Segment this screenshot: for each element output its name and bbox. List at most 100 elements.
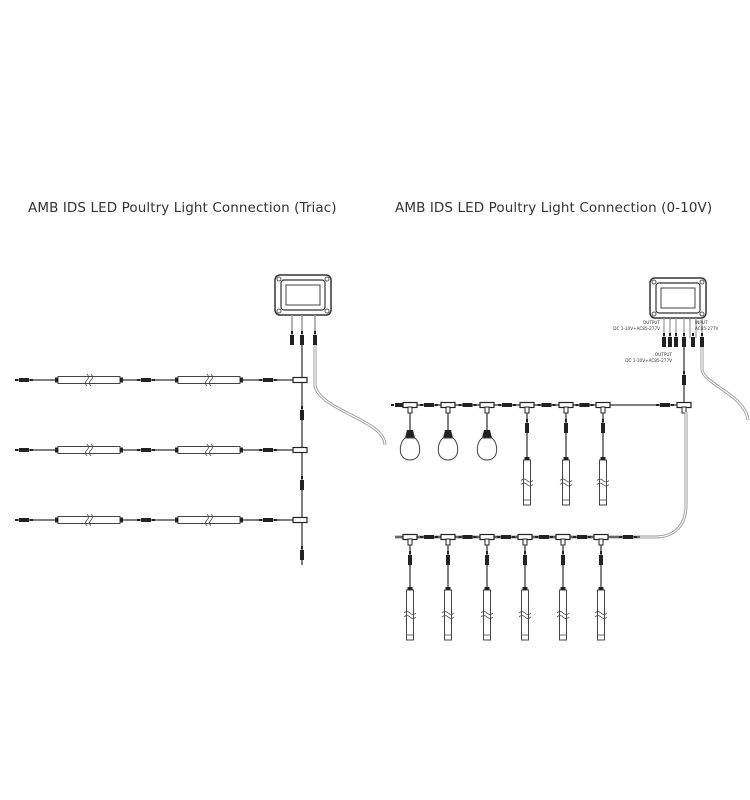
- tube-body: [57, 376, 121, 384]
- tube-body: [57, 446, 121, 454]
- tube-row: [15, 513, 308, 527]
- led-tube-light: [175, 373, 243, 387]
- t-connector: [517, 533, 533, 546]
- connector-tip: [634, 536, 637, 538]
- led-tube-light: [55, 443, 123, 457]
- connector-body: [141, 378, 151, 382]
- connector-body: [313, 335, 317, 345]
- connector-body: [300, 550, 304, 560]
- connector: [497, 535, 515, 539]
- led-bulb: [476, 430, 498, 461]
- connector-tip: [683, 333, 685, 336]
- tube-endcap: [524, 457, 530, 460]
- connector-body: [263, 518, 273, 522]
- connector-tip: [314, 331, 316, 334]
- second-run-cable: [395, 412, 688, 539]
- connector-tip: [409, 551, 411, 554]
- tube-body: [406, 589, 414, 641]
- t-connector: [440, 533, 456, 546]
- connector-body: [623, 535, 633, 539]
- t-stem: [484, 406, 490, 414]
- t-connector: [440, 401, 456, 414]
- connector: [408, 551, 412, 565]
- bulb-socket: [482, 430, 492, 438]
- connector-tip: [590, 404, 594, 406]
- driver-window: [285, 284, 321, 306]
- triac-diagram: [15, 274, 387, 565]
- connector: [313, 331, 317, 345]
- output-top-spec: DC 1-10V+AC85-277V: [613, 326, 660, 331]
- connector: [656, 403, 674, 407]
- bulb-socket: [443, 430, 453, 438]
- connector: [682, 371, 686, 385]
- connector-tip: [663, 333, 665, 336]
- connector: [137, 518, 155, 522]
- connector-tip: [692, 333, 694, 336]
- connector: [290, 331, 294, 345]
- connector-tip: [537, 404, 541, 406]
- break-mark: [85, 513, 93, 527]
- t-connector: [558, 401, 574, 414]
- connector-tip: [552, 404, 556, 406]
- second-run-inner: [395, 412, 687, 538]
- t-connector: [595, 401, 611, 414]
- tube-body: [523, 459, 531, 506]
- connector-body: [660, 403, 670, 407]
- connector: [601, 419, 605, 433]
- t-body: [292, 446, 308, 454]
- break-mark: [556, 611, 570, 619]
- tube-endcap: [175, 377, 178, 383]
- connector-body: [424, 535, 434, 539]
- power-cord: [313, 345, 387, 446]
- connector: [300, 546, 304, 560]
- led-bulb: [399, 430, 421, 461]
- connector-tip: [274, 519, 277, 521]
- connector-tip: [458, 536, 462, 538]
- led-tube-light: [55, 373, 123, 387]
- mounting-hole: [699, 279, 705, 285]
- connector-body: [577, 535, 587, 539]
- connector-body: [601, 423, 605, 433]
- connector: [300, 406, 304, 420]
- connector-tip: [602, 419, 604, 422]
- break-mark: [205, 443, 213, 457]
- connector-tip: [619, 536, 622, 538]
- connector: [137, 448, 155, 452]
- connector-body: [424, 403, 434, 407]
- led-tube-pendant: [594, 587, 608, 641]
- t-connector: [555, 533, 571, 546]
- tube-body: [444, 589, 452, 641]
- t-body: [292, 516, 308, 524]
- break-mark: [85, 443, 93, 457]
- break-mark: [596, 478, 610, 487]
- t-connector: [479, 401, 495, 414]
- connector-body: [501, 535, 511, 539]
- connector-tip: [152, 379, 155, 381]
- connector-tip: [420, 404, 423, 406]
- connector-tip: [30, 519, 33, 521]
- connector: [537, 403, 556, 407]
- connector-tip: [274, 449, 277, 451]
- tube-endcap: [598, 587, 604, 590]
- mounting-hole: [276, 276, 282, 282]
- connector-tip: [30, 449, 33, 451]
- output-top-label: OUTPUT: [643, 320, 661, 325]
- dimming-diagram: [391, 277, 750, 641]
- t-stem: [484, 538, 490, 546]
- t-connector: [292, 516, 308, 524]
- connector: [682, 333, 686, 347]
- connector: [668, 333, 672, 347]
- connector-tip: [15, 519, 18, 521]
- connector-tip: [497, 536, 500, 538]
- connector-body: [525, 423, 529, 433]
- tube-body: [521, 589, 529, 641]
- mounting-hole: [276, 308, 282, 314]
- connector-tip: [526, 419, 528, 422]
- connector: [523, 551, 527, 565]
- led-driver: [649, 277, 707, 319]
- t-stem: [563, 406, 569, 414]
- connector-tip: [137, 379, 140, 381]
- connector-body: [682, 375, 686, 385]
- connector-tip: [15, 379, 18, 381]
- connector-tip: [565, 419, 567, 422]
